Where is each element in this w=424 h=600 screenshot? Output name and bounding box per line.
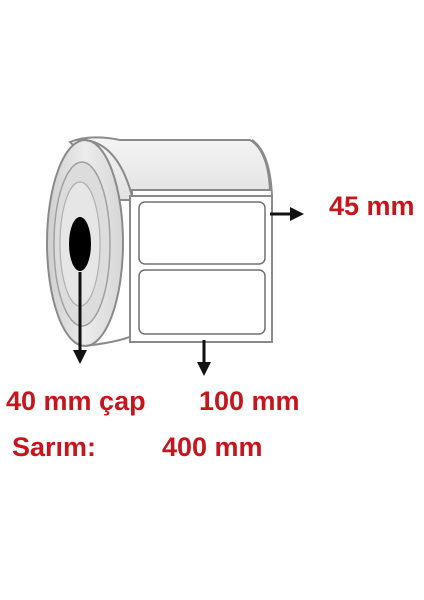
label-strip bbox=[129, 195, 273, 343]
core-diameter-arrow bbox=[73, 272, 87, 364]
width-arrow bbox=[270, 207, 304, 221]
core-diameter-label: 40 mm çap bbox=[6, 386, 146, 416]
label-height-label: 100 mm bbox=[199, 386, 300, 416]
label-1 bbox=[138, 201, 266, 265]
roll-side-disc bbox=[46, 139, 133, 347]
width-label: 45 mm bbox=[329, 191, 415, 221]
label-height-arrow bbox=[197, 340, 211, 376]
label-2 bbox=[138, 269, 266, 335]
core-hole bbox=[69, 217, 91, 271]
winding-label: Sarım: bbox=[12, 432, 97, 462]
winding-length-label: 400 mm bbox=[162, 432, 263, 462]
